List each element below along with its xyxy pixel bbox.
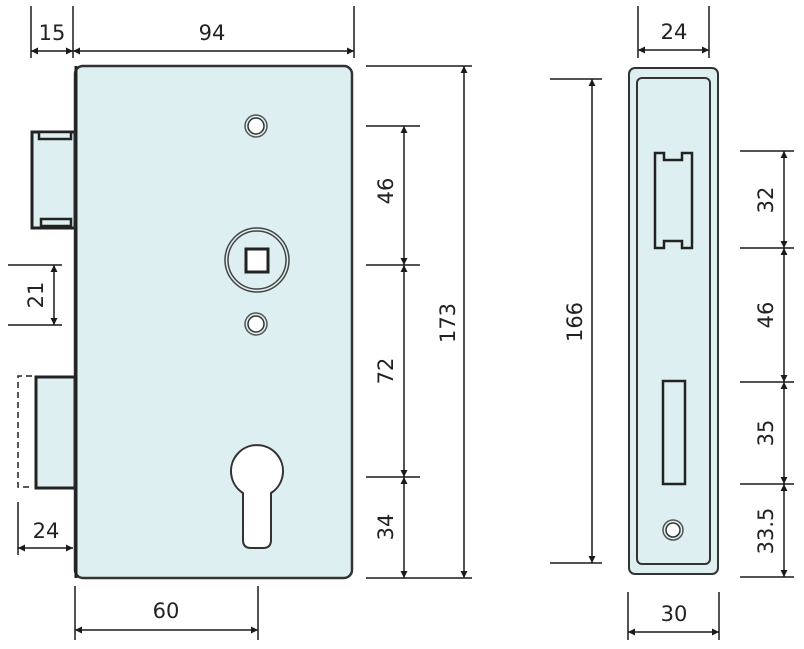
dim-label-35: 35	[754, 420, 778, 447]
latch-bolt	[30, 130, 77, 230]
screw-hole-top	[244, 114, 268, 138]
dim-label-33-5: 33.5	[754, 508, 778, 555]
dim-label-60: 60	[153, 599, 180, 623]
dim-label-46-side: 46	[754, 302, 778, 329]
screw-hole-bottom	[244, 312, 268, 336]
faceplate-screw-hole	[662, 519, 684, 541]
latch-opening	[653, 151, 694, 250]
dim-label-94: 94	[199, 21, 226, 45]
dim-label-46: 46	[374, 178, 398, 205]
front-dimension-labels: 15 94 21 24 60 46 72 34 173	[24, 21, 460, 623]
dim-label-34: 34	[374, 514, 398, 541]
cylinder-keyhole	[230, 444, 284, 549]
dim-label-30: 30	[661, 602, 688, 626]
dim-label-166: 166	[563, 302, 587, 342]
front-dimensions	[8, 6, 472, 640]
side-dimension-labels: 24 30 166 32 46 35 33.5	[563, 20, 778, 626]
dead-bolt	[17, 375, 77, 490]
dim-label-173: 173	[436, 303, 460, 343]
spindle-follower	[224, 227, 290, 293]
lock-body	[73, 64, 354, 580]
dim-label-21: 21	[24, 282, 48, 309]
dim-label-72: 72	[374, 358, 398, 385]
dim-label-32: 32	[754, 187, 778, 214]
bolt-opening	[661, 379, 687, 486]
front-view	[17, 64, 354, 580]
dim-label-15: 15	[39, 21, 66, 45]
side-dimensions	[550, 6, 794, 640]
dim-label-24-bolt: 24	[33, 519, 60, 543]
dim-label-24-faceplate: 24	[661, 20, 688, 44]
side-view-faceplate	[628, 67, 719, 575]
